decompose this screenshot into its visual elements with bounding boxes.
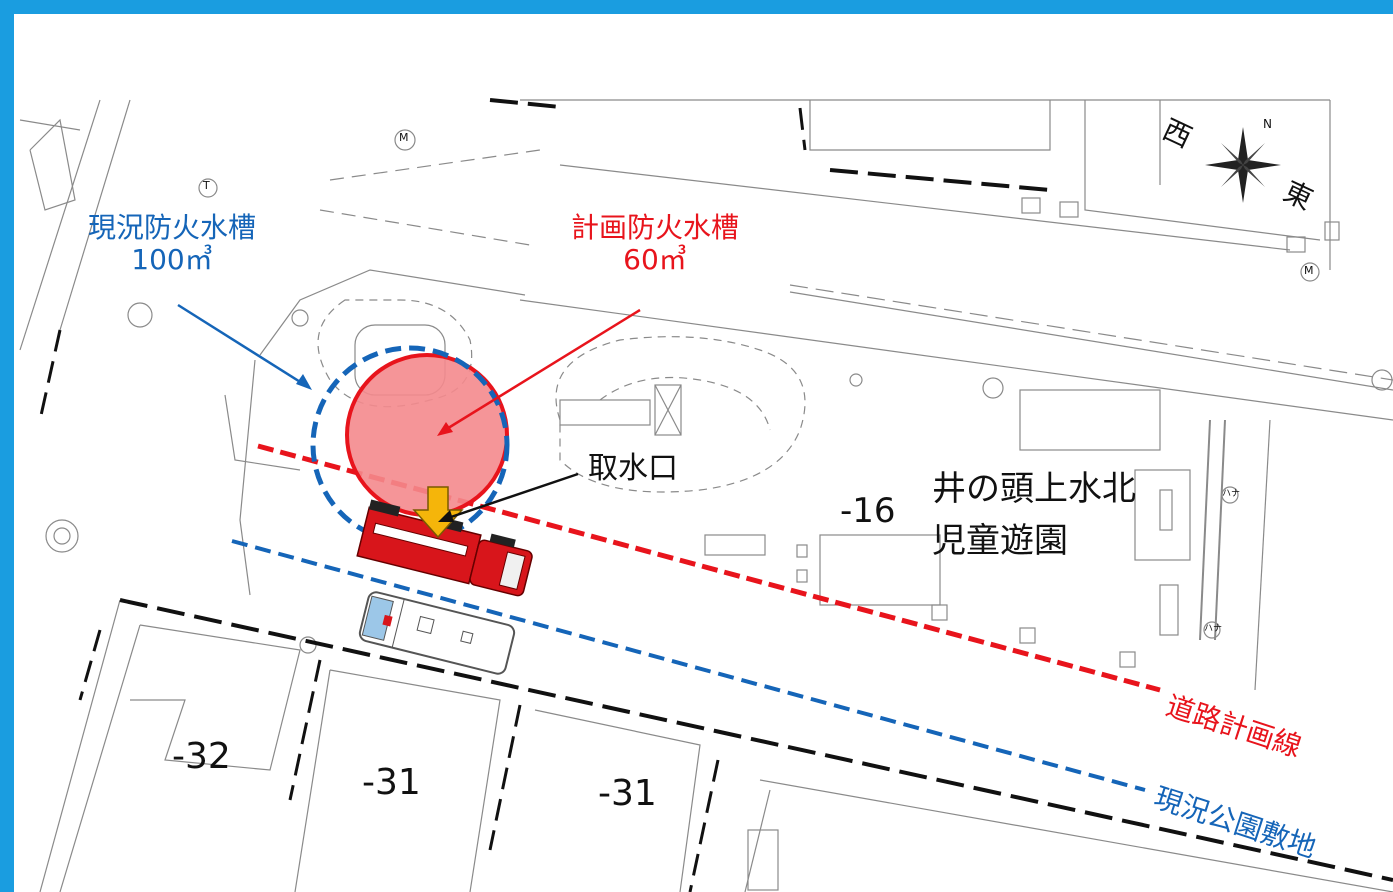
map-symbol-m-right: M <box>1304 264 1314 277</box>
existing-tank-name: 現況防火水槽 <box>87 211 256 244</box>
compass-rose-icon <box>1205 127 1281 203</box>
ambulance-icon <box>358 591 516 675</box>
left-frame-bar <box>0 0 14 892</box>
top-frame-bar <box>0 0 1393 14</box>
existing-tank-volume: 100㎥ <box>131 243 213 277</box>
lot-number-32: -32 <box>172 736 231 777</box>
park-lot-number: -16 <box>840 491 896 531</box>
lot-number-31a: -31 <box>362 762 421 803</box>
water-intake-label: 取水口 <box>588 451 678 486</box>
planned-tank-label: 計画防火水槽 60㎥ <box>545 211 765 277</box>
label-leaders <box>177 303 641 522</box>
existing-park-site-line <box>231 539 1146 792</box>
fire-truck-icon <box>356 499 533 597</box>
park-name-line1: 井の頭上水北 <box>932 469 1136 509</box>
planned-tank-name: 計画防火水槽 <box>570 211 739 244</box>
park-name-line2: 児童遊園 <box>932 521 1068 561</box>
map-symbol-m-top: M <box>399 131 409 144</box>
map-symbol-t: T <box>203 179 210 192</box>
intake-arrow-icon <box>412 486 464 539</box>
existing-tank-label: 現況防火水槽 100㎥ <box>62 211 282 277</box>
planned-tank-volume: 60㎥ <box>623 243 687 277</box>
lot-boundary-lines <box>119 98 1393 882</box>
map-symbol-hana-2: ハナ <box>1204 624 1223 634</box>
parcel-dividers <box>38 107 807 892</box>
road-plan-line <box>257 443 1161 693</box>
base-map-lines <box>19 99 1393 892</box>
lot-number-31b: -31 <box>598 773 657 814</box>
map-symbol-hana-1: ハナ <box>1222 489 1241 499</box>
compass-north-label: N <box>1263 117 1272 131</box>
